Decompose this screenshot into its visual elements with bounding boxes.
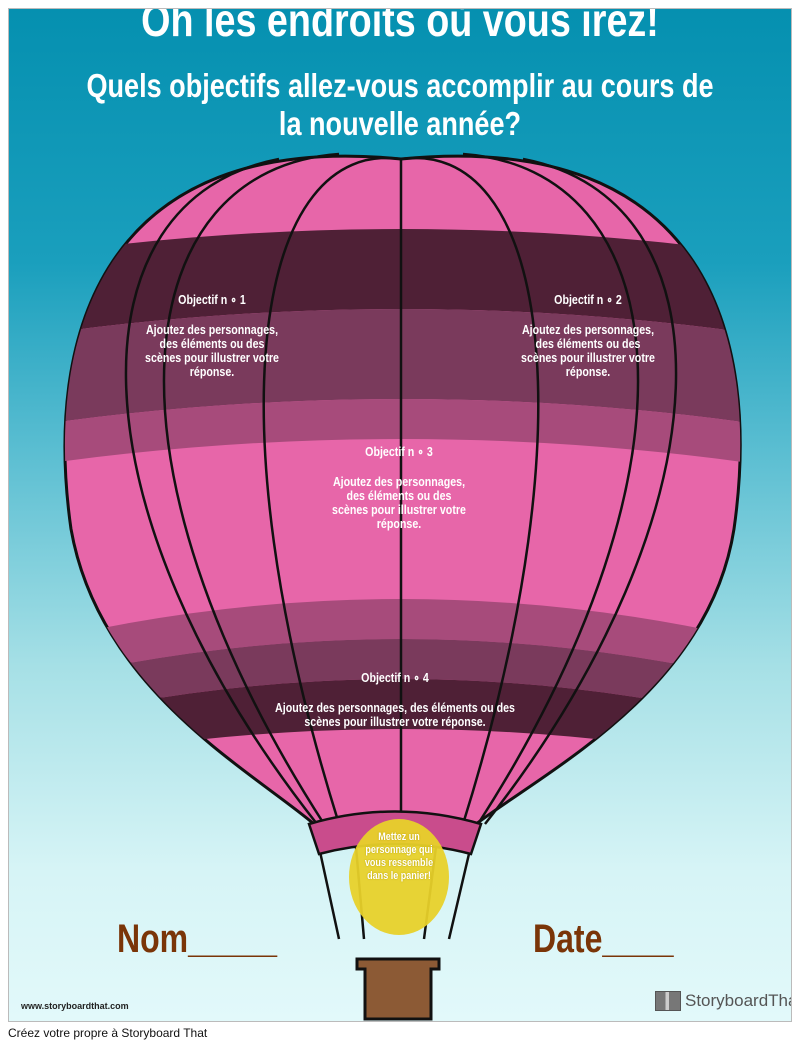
title: Oh les endroits où vous irez! <box>141 8 659 46</box>
storyboard-canvas: Oh les endroits où vous irez! Quels obje… <box>8 8 792 1022</box>
objective-text: Ajoutez des personnages, des éléments ou… <box>275 700 515 729</box>
objective-3[interactable]: Objectif n ∘ 3 Ajoutez des personnages, d… <box>329 445 468 531</box>
objective-heading: Objectif n ∘ 3 <box>365 444 433 459</box>
objective-4[interactable]: Objectif n ∘ 4 Ajoutez des personnages, d… <box>272 671 518 729</box>
logo-icon <box>655 991 681 1011</box>
date-field[interactable]: Date____ <box>533 917 674 961</box>
name-field[interactable]: Nom_____ <box>117 917 278 961</box>
objective-text: Ajoutez des personnages, des éléments ou… <box>521 322 655 379</box>
objective-text: Ajoutez des personnages, des éléments ou… <box>332 474 466 531</box>
storyboardthat-logo: StoryboardThat <box>655 991 792 1011</box>
objective-1[interactable]: Objectif n ∘ 1 Ajoutez des personnages, d… <box>142 293 281 379</box>
hot-air-balloon <box>63 152 742 1021</box>
subtitle: Quels objectifs allez-vous accomplir au … <box>86 67 714 142</box>
objective-heading: Objectif n ∘ 1 <box>178 292 246 307</box>
footer-link[interactable]: Créez votre propre à Storyboard That <box>8 1026 208 1040</box>
objective-text: Ajoutez des personnages, des éléments ou… <box>145 322 279 379</box>
logo-text: StoryboardThat <box>685 991 792 1010</box>
watermark: www.storyboardthat.com <box>21 1001 129 1011</box>
basket-prompt[interactable]: Mettez un personnage qui vous ressemble … <box>364 831 434 882</box>
objective-heading: Objectif n ∘ 4 <box>361 670 429 685</box>
objective-heading: Objectif n ∘ 2 <box>554 292 622 307</box>
objective-2[interactable]: Objectif n ∘ 2 Ajoutez des personnages, d… <box>518 293 657 379</box>
